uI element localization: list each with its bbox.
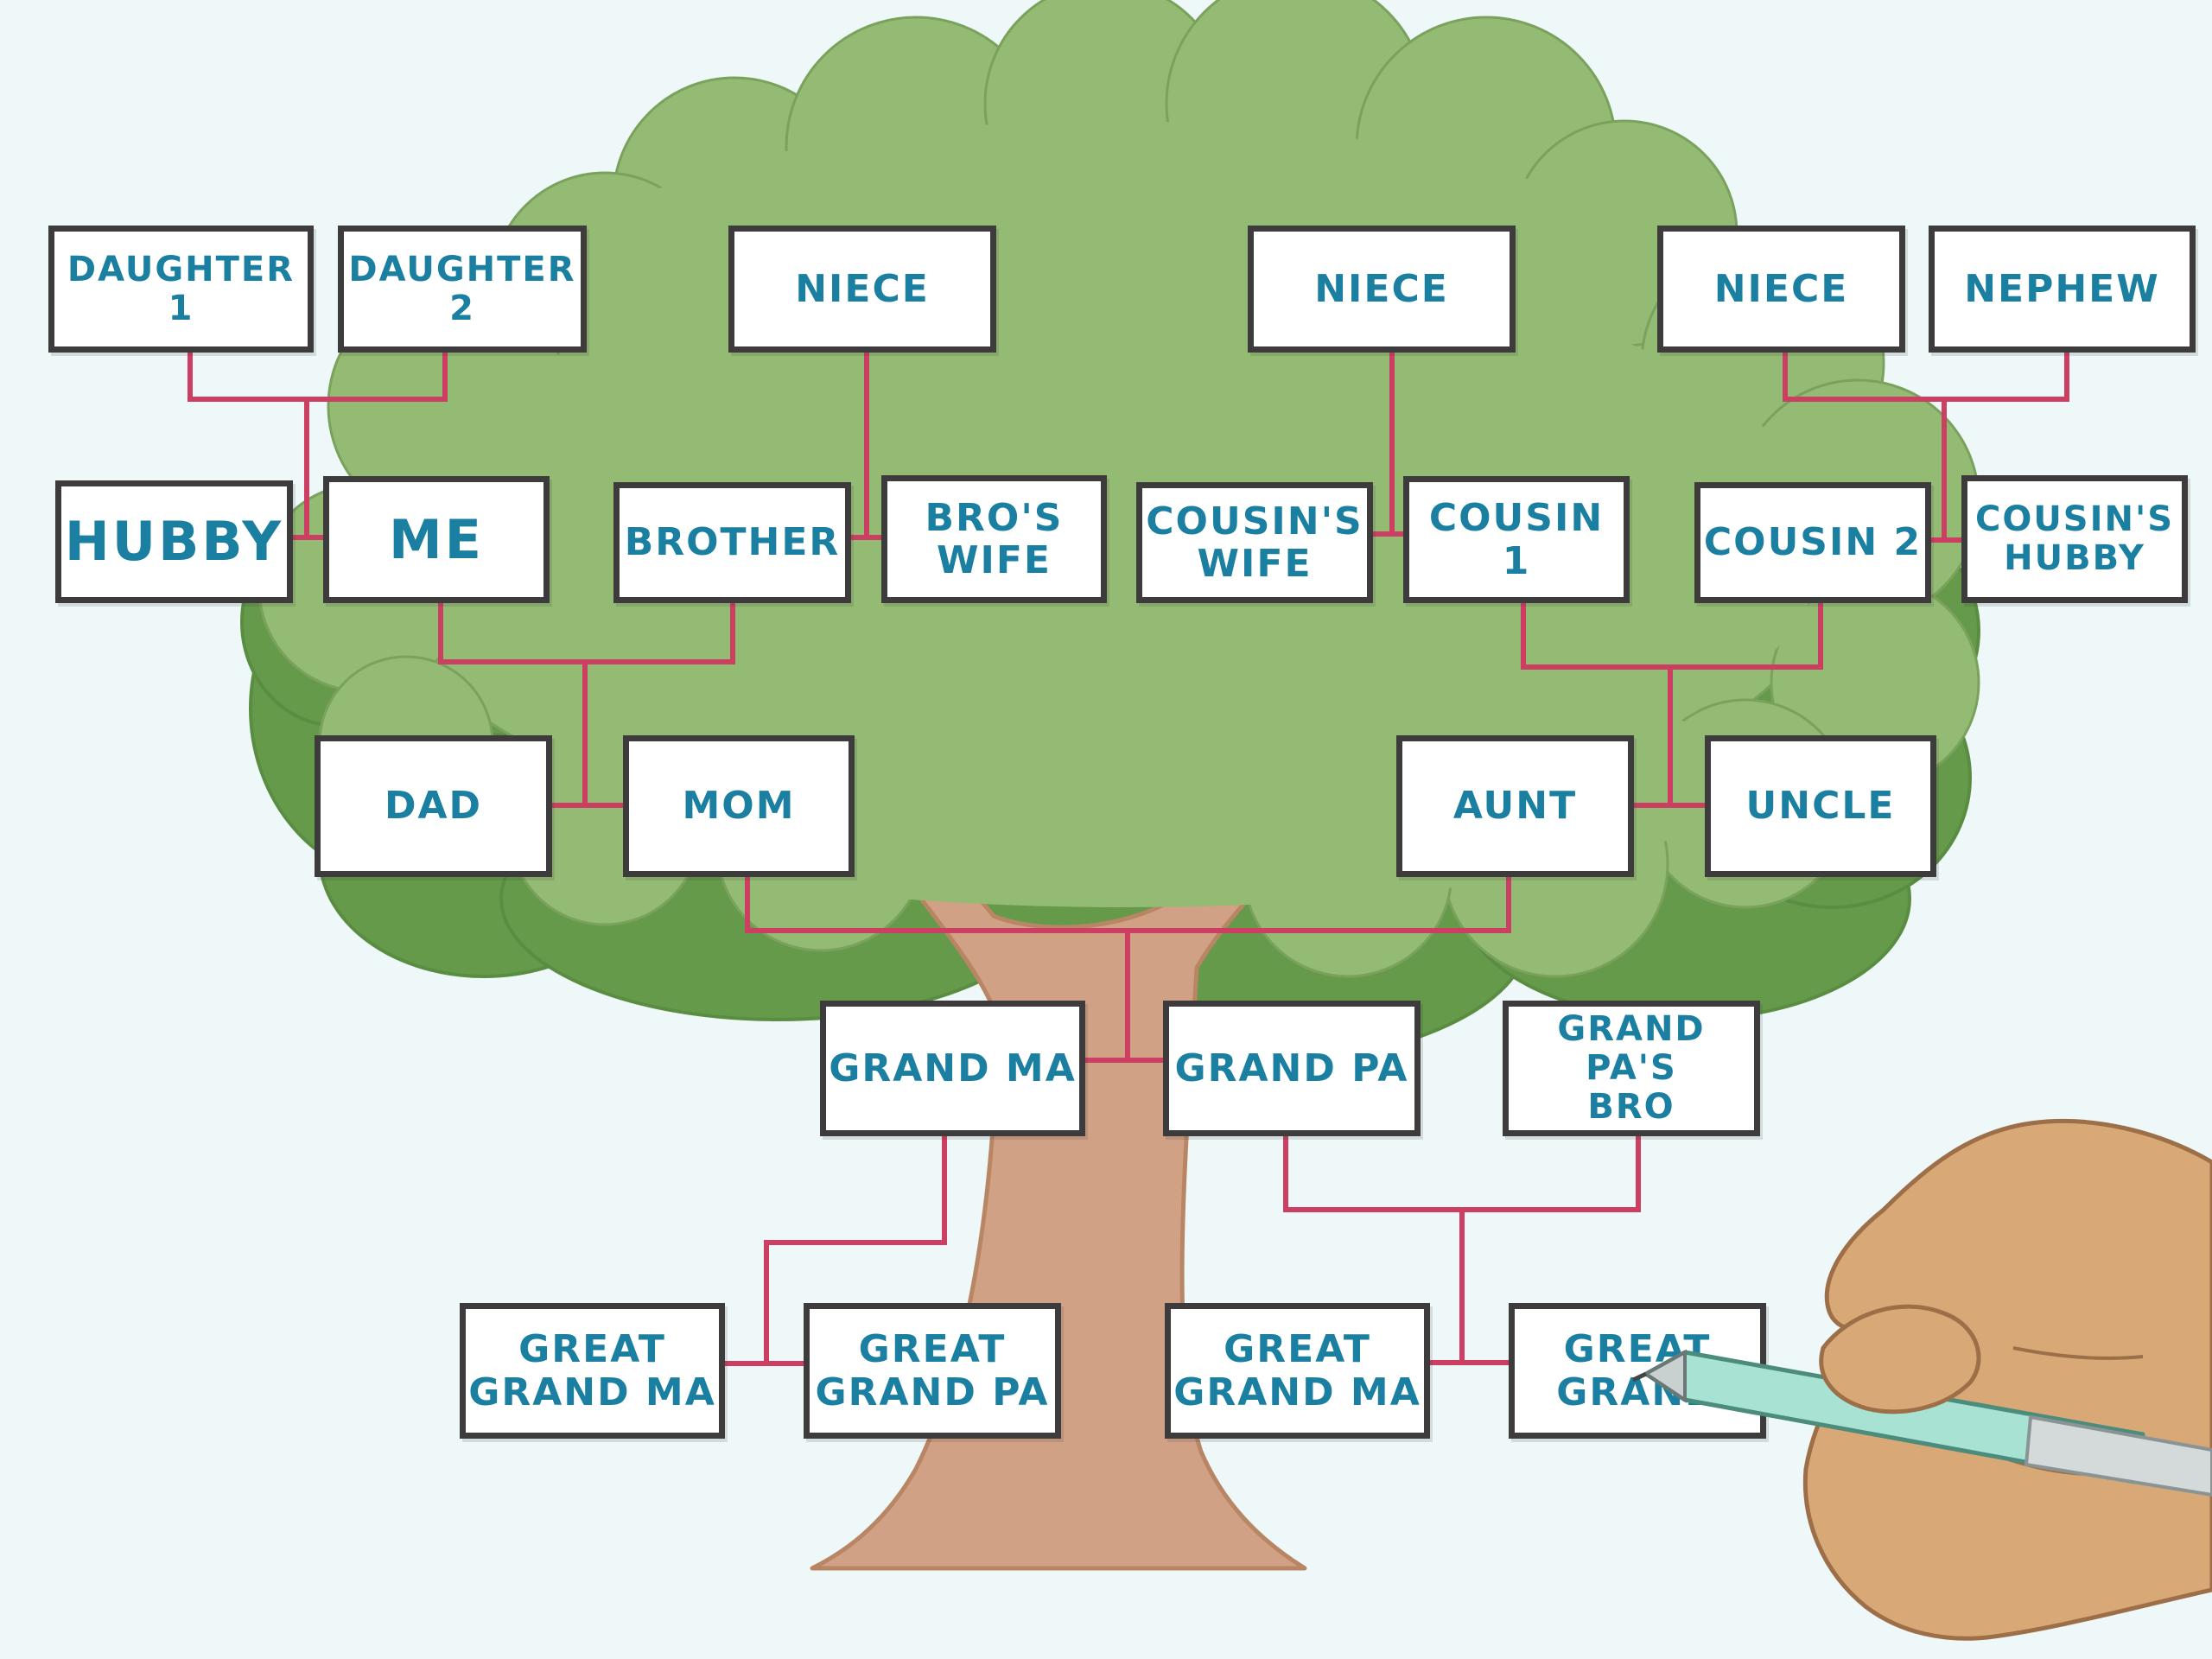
mom-box: MOM xyxy=(623,735,855,877)
great-grandma-label-2: GREAT GRAND MA xyxy=(1173,1327,1421,1414)
niece-box-brother: NIECE xyxy=(728,226,996,353)
daughter-2-label: DAUGHTER 2 xyxy=(348,249,576,328)
daughter-1-label: DAUGHTER 1 xyxy=(67,249,296,328)
bros-wife-box: BRO'S WIFE xyxy=(881,475,1107,603)
grandma-box: GRAND MA xyxy=(820,1001,1085,1136)
brother-label: BROTHER xyxy=(624,520,841,565)
niece-label-cousin-2: NIECE xyxy=(1713,266,1849,311)
great-grandma-box-1: GREAT GRAND MA xyxy=(460,1303,725,1439)
daughter-2-box: DAUGHTER 2 xyxy=(338,226,587,353)
grandma-label: GRAND MA xyxy=(829,1046,1077,1090)
uncle-label: UNCLE xyxy=(1745,784,1896,829)
cousins-wife-label: COUSIN'S WIFE xyxy=(1146,499,1363,586)
cousins-hubby-box: COUSIN'S HUBBY xyxy=(1961,475,2188,603)
hubby-box: HUBBY xyxy=(55,480,293,603)
aunt-box: AUNT xyxy=(1396,735,1634,877)
uncle-box: UNCLE xyxy=(1705,735,1936,877)
grandpas-bro-box: GRAND PA'S BRO xyxy=(1503,1001,1760,1136)
mom-label: MOM xyxy=(682,784,796,829)
great-grandma-box-2: GREAT GRAND MA xyxy=(1165,1303,1430,1439)
great-grandma-label-1: GREAT GRAND MA xyxy=(468,1327,716,1414)
niece-box-cousin-2: NIECE xyxy=(1657,226,1905,353)
connector-lines xyxy=(188,353,2069,1366)
daughter-1-box: DAUGHTER 1 xyxy=(48,226,314,353)
niece-label-brother: NIECE xyxy=(795,266,930,311)
hubby-label: HUBBY xyxy=(64,510,284,574)
aunt-label: AUNT xyxy=(1452,784,1578,829)
dad-box: DAD xyxy=(315,735,552,877)
grandpas-bro-label: GRAND PA'S BRO xyxy=(1557,1009,1706,1127)
pen xyxy=(1631,1349,2212,1497)
cousins-hubby-label: COUSIN'S HUBBY xyxy=(1974,499,2175,578)
nephew-label: NEPHEW xyxy=(1964,266,2160,311)
grandpa-box: GRAND PA xyxy=(1163,1001,1421,1136)
niece-box-cousin-1: NIECE xyxy=(1248,226,1516,353)
great-grandpa-label-1: GREAT GRAND PA xyxy=(815,1327,1050,1414)
cousin-1-box: COUSIN 1 xyxy=(1403,476,1630,603)
me-label: ME xyxy=(388,507,485,571)
great-grandpa-box-1: GREAT GRAND PA xyxy=(804,1303,1061,1439)
cousin-1-label: COUSIN 1 xyxy=(1428,496,1605,583)
nephew-box: NEPHEW xyxy=(1929,226,2196,353)
brother-box: BROTHER xyxy=(613,482,851,603)
me-box: ME xyxy=(323,476,550,603)
cousins-wife-box: COUSIN'S WIFE xyxy=(1136,482,1373,603)
dad-label: DAD xyxy=(384,784,483,829)
grandpa-label: GRAND PA xyxy=(1174,1046,1409,1090)
cousin-2-label: COUSIN 2 xyxy=(1703,520,1923,565)
cousin-2-box: COUSIN 2 xyxy=(1694,482,1931,603)
niece-label-cousin-1: NIECE xyxy=(1314,266,1449,311)
bros-wife-label: BRO'S WIFE xyxy=(925,495,1064,582)
